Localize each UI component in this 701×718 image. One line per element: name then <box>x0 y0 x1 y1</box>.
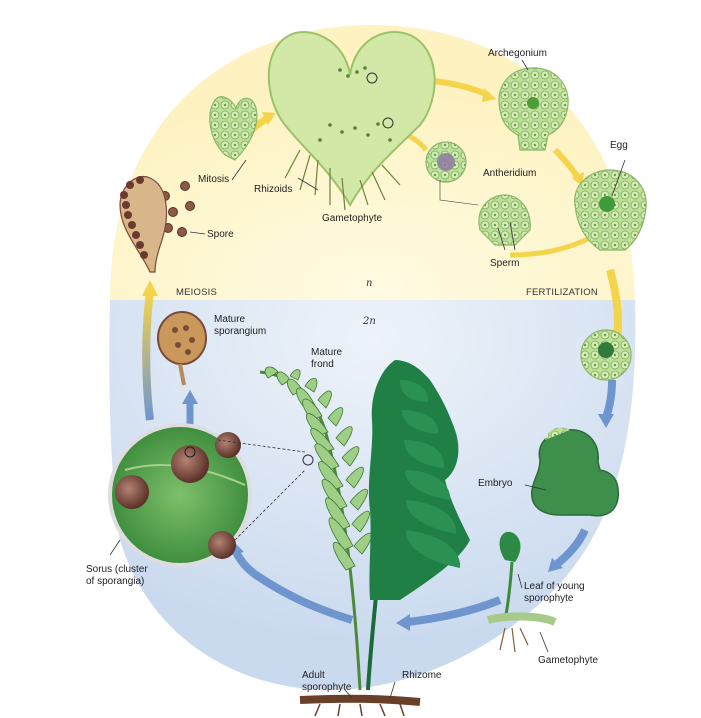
label-sorus-1: Sorus (cluster <box>86 564 148 575</box>
label-meiosis: MEIOSIS <box>176 287 217 298</box>
rhizome <box>300 699 420 716</box>
label-egg: Egg <box>610 140 628 151</box>
label-mature-sporangium-1: Mature <box>214 314 245 325</box>
label-spore: Spore <box>207 229 234 240</box>
label-fertilization: FERTILIZATION <box>526 287 598 298</box>
antheridium <box>426 142 466 182</box>
label-mature-frond-2: frond <box>311 359 334 370</box>
label-sperm: Sperm <box>490 258 519 269</box>
label-mature-frond-1: Mature <box>311 347 342 358</box>
label-mature-sporangium-2: sporangium <box>214 326 266 337</box>
label-adult-sporophyte-2: sporophyte <box>302 682 351 693</box>
label-adult-sporophyte-1: Adult <box>302 670 325 681</box>
label-leaf-young-1: Leaf of young <box>524 581 585 592</box>
label-ploidy-haploid: n <box>366 278 372 289</box>
label-gametophyte-top: Gametophyte <box>322 213 382 224</box>
label-leaf-young-2: sporophyte <box>524 593 573 604</box>
zygote-archegonium <box>581 330 631 380</box>
label-embryo: Embryo <box>478 478 512 489</box>
label-ploidy-diploid: 2n <box>363 316 376 327</box>
label-rhizoids: Rhizoids <box>254 184 292 195</box>
label-archegonium: Archegonium <box>488 48 547 59</box>
label-gametophyte-bottom: Gametophyte <box>538 655 598 666</box>
label-rhizome: Rhizome <box>402 670 441 681</box>
label-mitosis: Mitosis <box>198 174 229 185</box>
sorus-lens <box>110 425 250 565</box>
label-sorus-2: of sporangia) <box>86 576 144 587</box>
arrow-meiosis <box>146 292 150 420</box>
label-antheridium: Antheridium <box>483 168 536 179</box>
